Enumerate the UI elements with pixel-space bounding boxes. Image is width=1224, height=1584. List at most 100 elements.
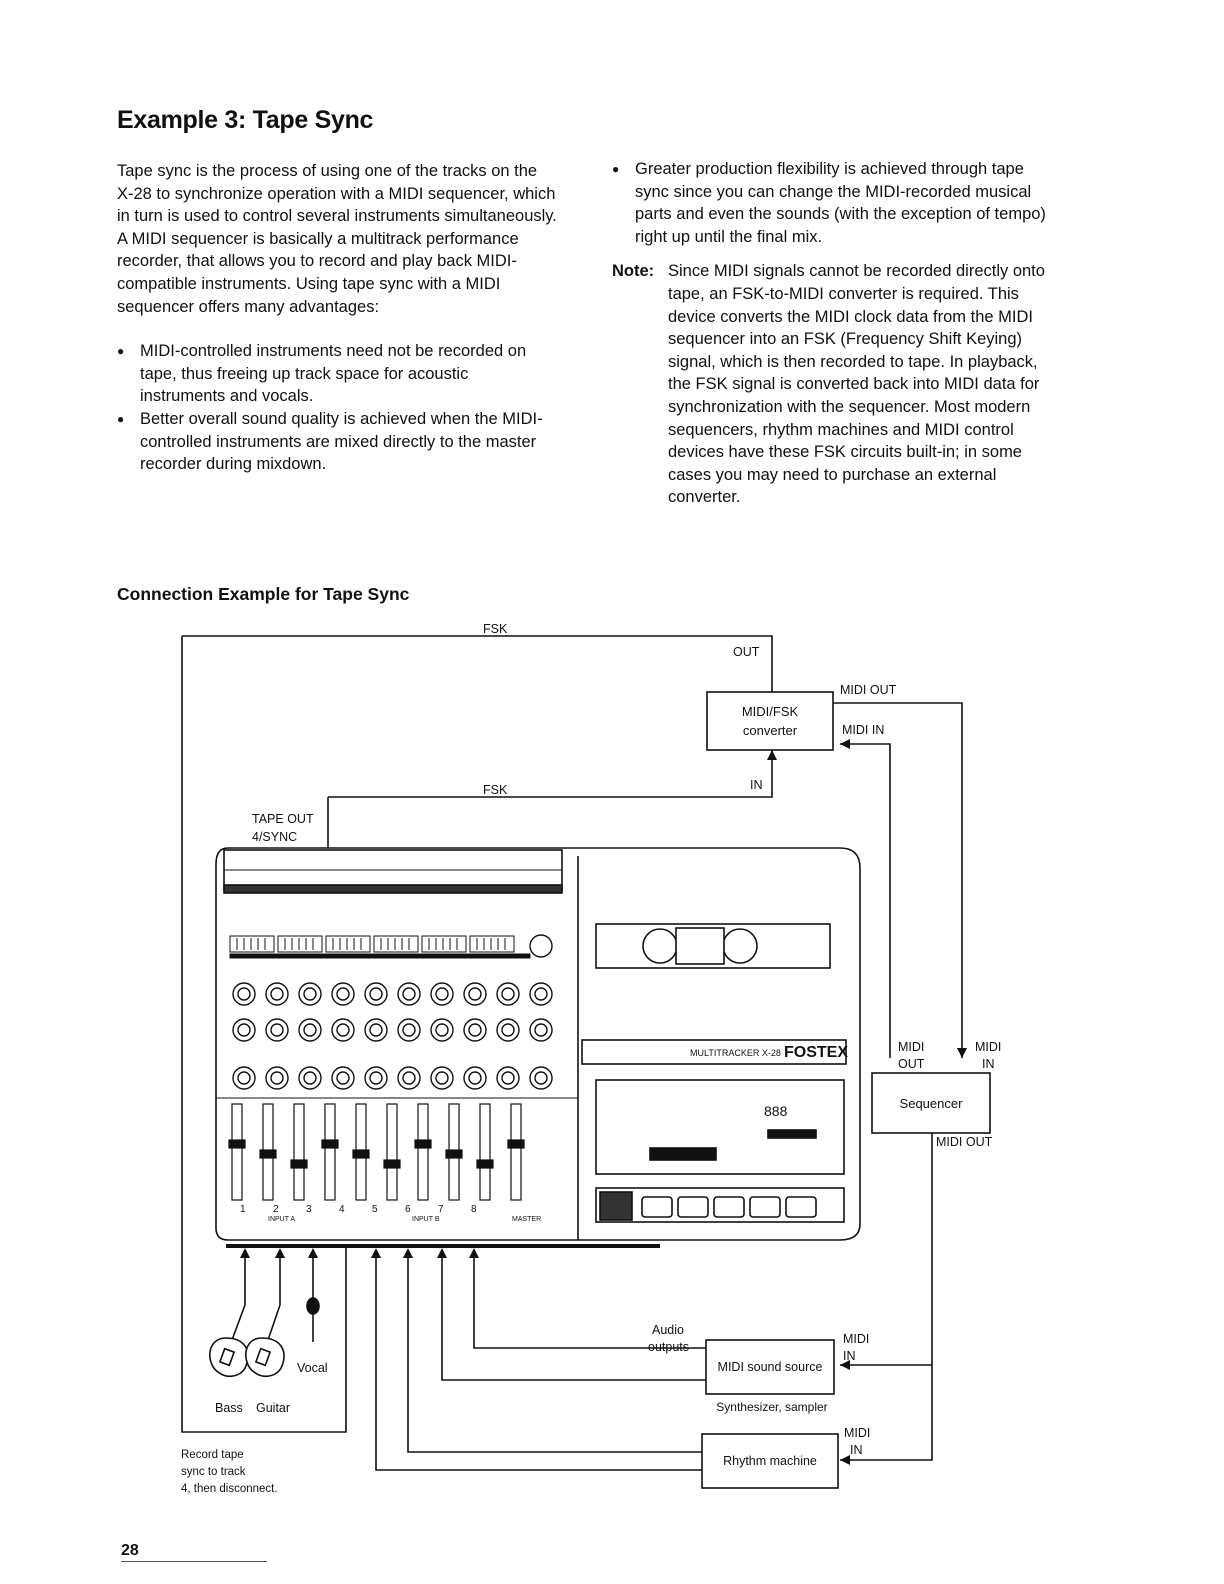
ss-midi-label-2: IN <box>843 1349 856 1363</box>
knob-cap <box>237 987 251 1001</box>
knob-cap <box>369 987 383 1001</box>
level-meters <box>229 935 531 959</box>
fsk-top-label: FSK <box>483 622 508 636</box>
model-label: MULTITRACKER X-28 <box>690 1048 781 1058</box>
knob-cap <box>468 987 482 1001</box>
fader-cap <box>476 1159 494 1169</box>
rear-panel-edge <box>223 884 563 894</box>
fader-slot <box>293 1103 305 1201</box>
knob-cap <box>501 987 515 1001</box>
knob-cap <box>303 1023 317 1037</box>
fsk-out-line <box>182 635 773 692</box>
sequencer-label: Sequencer <box>900 1096 964 1111</box>
fader-slot <box>479 1103 491 1201</box>
meter-rail <box>229 953 531 959</box>
fader-cap <box>290 1159 308 1169</box>
knob-cap <box>435 1023 449 1037</box>
knob-cap <box>303 987 317 1001</box>
fader-number: 8 <box>471 1204 477 1215</box>
knob-cap <box>468 1071 482 1085</box>
audio-line-3 <box>407 1255 702 1453</box>
knob-cap <box>270 1023 284 1037</box>
audio-line-2 <box>441 1255 706 1381</box>
rhythm-machine-box <box>701 1433 839 1489</box>
fader-cap <box>321 1139 339 1149</box>
knob-cap <box>501 1071 515 1085</box>
knob-cap <box>336 1071 350 1085</box>
fader-cap <box>507 1139 525 1149</box>
sync-label: 4/SYNC <box>252 830 297 844</box>
seq-out-label: MIDI OUT <box>936 1135 993 1149</box>
fader-number: 5 <box>372 1204 378 1215</box>
knob-cap <box>336 987 350 1001</box>
sequencer-box <box>871 1072 991 1134</box>
fader-number: 1 <box>240 1204 246 1215</box>
fader-slot <box>324 1103 336 1201</box>
knob-cap <box>534 1071 548 1085</box>
device-text: MULTITRACKER X-28 FOSTEX 888 INPUT A INP… <box>268 1044 848 1223</box>
record-note-2: sync to track <box>181 1466 246 1478</box>
list-item: MIDI-controlled instruments need not be … <box>117 340 557 408</box>
fader-cap <box>352 1149 370 1159</box>
note-block: Note: Since MIDI signals cannot be recor… <box>612 260 1052 509</box>
audio-line-1 <box>473 1255 706 1349</box>
fader-number: 4 <box>339 1204 345 1215</box>
diagram-title: Connection Example for Tape Sync <box>117 584 410 604</box>
converter-midi-in-label: MIDI IN <box>842 723 884 737</box>
fader-number: 7 <box>438 1204 444 1215</box>
converter-label-1: MIDI/FSK <box>742 704 799 719</box>
knob-cap <box>435 1071 449 1085</box>
master-label: MASTER <box>512 1216 541 1223</box>
tape-out-label: TAPE OUT <box>252 812 314 826</box>
arrow-heads <box>240 739 967 1465</box>
converter-in-label: IN <box>750 778 763 792</box>
page-number-rule <box>121 1561 267 1562</box>
fader-cap <box>383 1159 401 1169</box>
list-item: Greater production flexibility is achiev… <box>612 158 1052 248</box>
fader-number: 3 <box>306 1204 312 1215</box>
guitar-label: Guitar <box>256 1401 290 1415</box>
advantages-list-right: Greater production flexibility is achiev… <box>612 158 1052 248</box>
fader-slot <box>510 1103 522 1201</box>
rhythm-machine-label: Rhythm machine <box>723 1454 817 1468</box>
meter-box <box>325 935 371 953</box>
meter-box <box>373 935 419 953</box>
rm-midi-label-2: IN <box>850 1443 863 1457</box>
bass-guitar-icon <box>209 1304 249 1378</box>
monitor-knob <box>529 934 553 958</box>
display-panel <box>595 1079 845 1175</box>
sound-source-caption: Synthesizer, sampler <box>716 1400 827 1414</box>
fader-cap <box>228 1139 246 1149</box>
page-number: 28 <box>121 1542 139 1559</box>
channel-knobs <box>232 934 553 1090</box>
meter-box <box>229 935 275 953</box>
converter-label-2: converter <box>743 723 798 738</box>
fader-cap <box>259 1149 277 1159</box>
fader-cap <box>445 1149 463 1159</box>
display-count: 888 <box>764 1103 788 1119</box>
knob-cap <box>270 1071 284 1085</box>
knob-cap <box>534 987 548 1001</box>
knob-cap <box>534 1023 548 1037</box>
fader-number: 6 <box>405 1204 411 1215</box>
sound-source-box <box>705 1339 835 1395</box>
knob-cap <box>237 1071 251 1085</box>
rm-midi-label-1: MIDI <box>844 1426 870 1440</box>
list-item: Better overall sound quality is achieved… <box>117 408 557 476</box>
bass-label: Bass <box>215 1401 243 1415</box>
seq-midi-out-label-2: OUT <box>898 1057 925 1071</box>
fader-slot <box>231 1103 243 1201</box>
seq-out-to-conv-line <box>840 743 891 1058</box>
guitar-icon <box>245 1304 285 1378</box>
microphone-icon <box>306 1297 320 1342</box>
input-a-label: INPUT A <box>268 1216 295 1223</box>
knob-cap <box>336 1023 350 1037</box>
multitracker-device <box>215 847 861 1248</box>
record-note-1: Record tape <box>181 1449 244 1461</box>
page-title: Example 3: Tape Sync <box>117 106 374 134</box>
audio-label-1: Audio <box>652 1323 684 1337</box>
seq-midi-in-label-1: MIDI <box>975 1040 1001 1054</box>
note-text: Since MIDI signals cannot be recorded di… <box>668 262 1045 507</box>
